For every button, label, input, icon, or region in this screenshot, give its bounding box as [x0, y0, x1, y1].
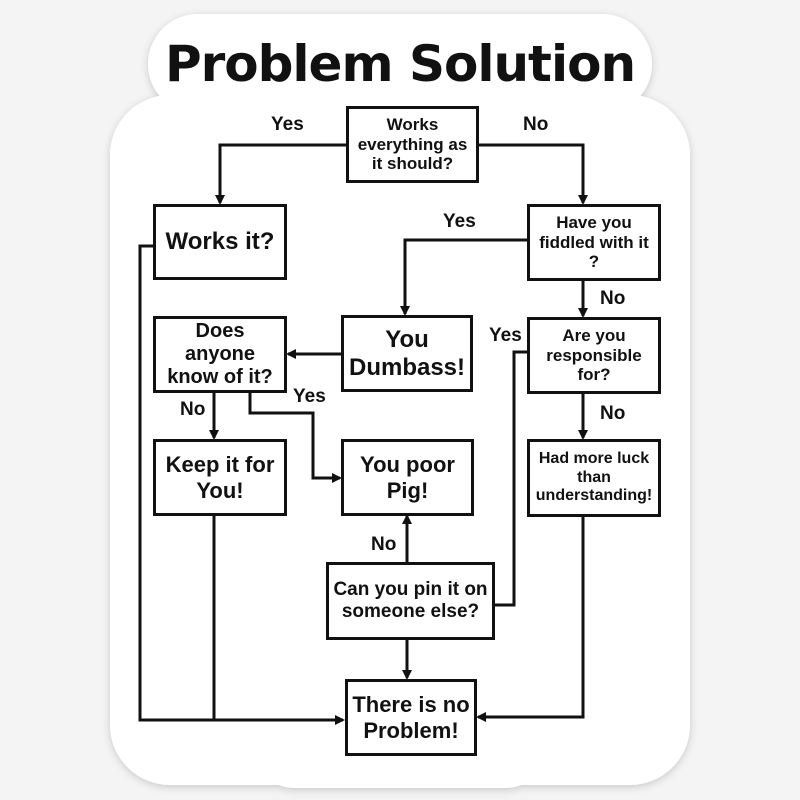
label-start-no: No [523, 114, 549, 135]
label-responsible-yes: Yes [489, 325, 522, 346]
node-works-it: Works it? [153, 204, 287, 280]
label-fiddled-no: No [600, 288, 626, 309]
label-know-yes: Yes [293, 386, 326, 407]
label-pin-no: No [371, 534, 397, 555]
edge-start-yes [215, 143, 347, 205]
node-poor-pig: You poor Pig! [341, 439, 474, 516]
node-pin-it: Can you pin it on someone else? [326, 562, 495, 640]
label-fiddled-yes: Yes [443, 211, 476, 232]
node-works-everything: Works everything as it should? [346, 106, 479, 183]
node-responsible: Are you responsible for? [527, 317, 661, 394]
label-responsible-no: No [600, 403, 626, 424]
edge-know-yes [248, 392, 342, 483]
node-fiddled: Have you fiddled with it ? [527, 204, 661, 281]
node-anyone-know: Does anyone know of it? [153, 316, 287, 393]
node-luck: Had more luck than understanding! [527, 439, 661, 517]
edge-responsible-yes [495, 350, 528, 607]
edge-fiddled-yes [400, 238, 528, 316]
label-know-no: No [180, 399, 206, 420]
node-dumbass: You Dumbass! [341, 315, 473, 392]
node-no-problem: There is no Problem! [345, 679, 477, 756]
edge-luck-down [476, 516, 585, 722]
label-start-yes: Yes [271, 114, 304, 135]
page-title: Problem Solution [164, 35, 636, 93]
edge-works-it-down [138, 244, 345, 725]
edge-start-no [478, 143, 588, 205]
node-keep-it: Keep it for You! [153, 439, 287, 516]
